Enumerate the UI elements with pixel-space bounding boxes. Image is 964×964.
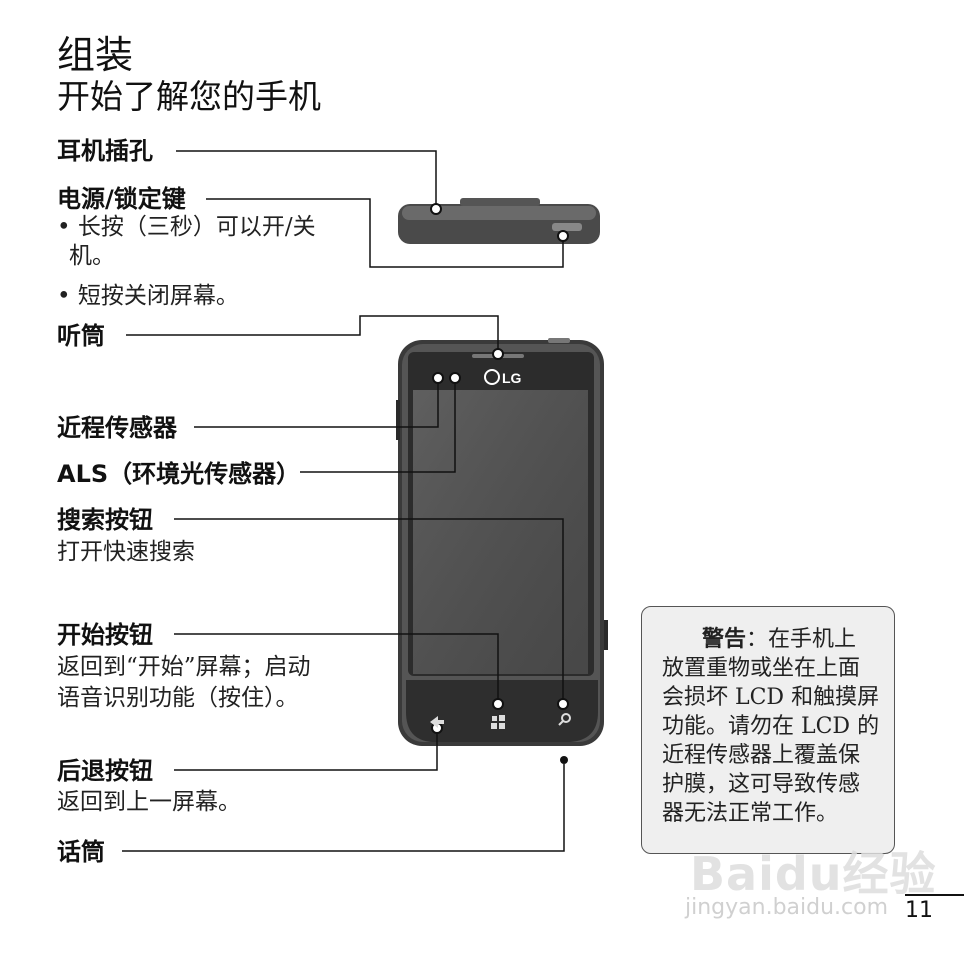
label-back-key: 后退按钮 xyxy=(57,757,153,785)
lg-logo-icon xyxy=(484,369,500,385)
label-proximity-sensor: 近程传感器 xyxy=(57,414,177,442)
back-arrow-icon xyxy=(430,716,444,728)
page-title: 组装 xyxy=(57,33,134,77)
leader-start-key xyxy=(174,633,499,699)
page-number: 11 xyxy=(905,898,933,923)
label-als: ALS（环境光传感器） xyxy=(57,460,301,488)
leader-back-key xyxy=(174,733,438,771)
watermark-logo: Baidu经验 xyxy=(690,847,937,901)
warning-box: 警告：在手机上 放置重物或坐在上面 会损坏 LCD 和触摸屏 功能。请勿在 LC… xyxy=(641,606,895,854)
label-earpiece: 听筒 xyxy=(57,322,105,350)
power-bullet-1-cont: 机。 xyxy=(69,243,115,269)
label-search-key: 搜索按钮 xyxy=(57,506,153,534)
leader-proximity-sensor xyxy=(194,383,439,428)
warning-line-4: 功能。请勿在 LCD 的 xyxy=(662,714,880,739)
warning-line-2: 放置重物或坐在上面 xyxy=(662,656,861,681)
search-key-marker xyxy=(557,698,569,710)
power-bullet-1: • 长按（三秒）可以开/关 xyxy=(57,214,316,240)
brand-label: LG xyxy=(502,370,522,386)
start-key-marker xyxy=(492,698,504,710)
page-subtitle: 开始了解您的手机 xyxy=(57,77,321,116)
label-power-key: 电源/锁定键 xyxy=(57,185,186,213)
start-key-desc-2: 语音识别功能（按住）。 xyxy=(57,685,299,711)
watermark-url: jingyan.baidu.com xyxy=(685,895,889,920)
search-key-desc: 打开快速搜索 xyxy=(57,539,195,565)
warning-line-3: 会损坏 LCD 和触摸屏 xyxy=(662,685,880,710)
windows-logo-icon xyxy=(491,715,505,729)
power-bullet-2: • 短按关闭屏幕。 xyxy=(57,283,239,309)
warning-heading: 警告 xyxy=(702,627,747,652)
label-earphone-jack: 耳机插孔 xyxy=(57,137,153,165)
label-start-key: 开始按钮 xyxy=(57,621,153,649)
label-microphone: 话筒 xyxy=(57,838,105,866)
start-key-desc-1: 返回到“开始”屏幕；启动 xyxy=(57,654,311,680)
warning-line-7: 器无法正常工作。 xyxy=(662,801,839,826)
page-number-rule xyxy=(905,894,964,896)
proximity-sensor-marker xyxy=(432,372,444,384)
search-magnifier-icon xyxy=(558,713,571,726)
power-key-marker xyxy=(557,230,569,242)
phone-front-view xyxy=(396,338,608,746)
leader-microphone xyxy=(122,764,565,852)
back-key-desc: 返回到上一屏幕。 xyxy=(57,789,241,815)
warning-line-6: 护膜，这可导致传感 xyxy=(662,772,861,797)
earphone-jack-marker xyxy=(430,203,442,215)
warning-line-1: ：在手机上 xyxy=(746,627,857,652)
leader-earphone-jack xyxy=(176,150,437,204)
leader-earpiece xyxy=(126,315,499,349)
warning-line-5: 近程传感器上覆盖保 xyxy=(662,743,861,768)
microphone-marker xyxy=(560,756,568,764)
leader-power-key xyxy=(206,198,564,268)
als-sensor-marker xyxy=(449,372,461,384)
leader-search-key xyxy=(174,518,564,699)
earpiece-marker xyxy=(492,348,504,360)
phone-top-view xyxy=(398,198,600,244)
leader-als xyxy=(300,383,456,473)
